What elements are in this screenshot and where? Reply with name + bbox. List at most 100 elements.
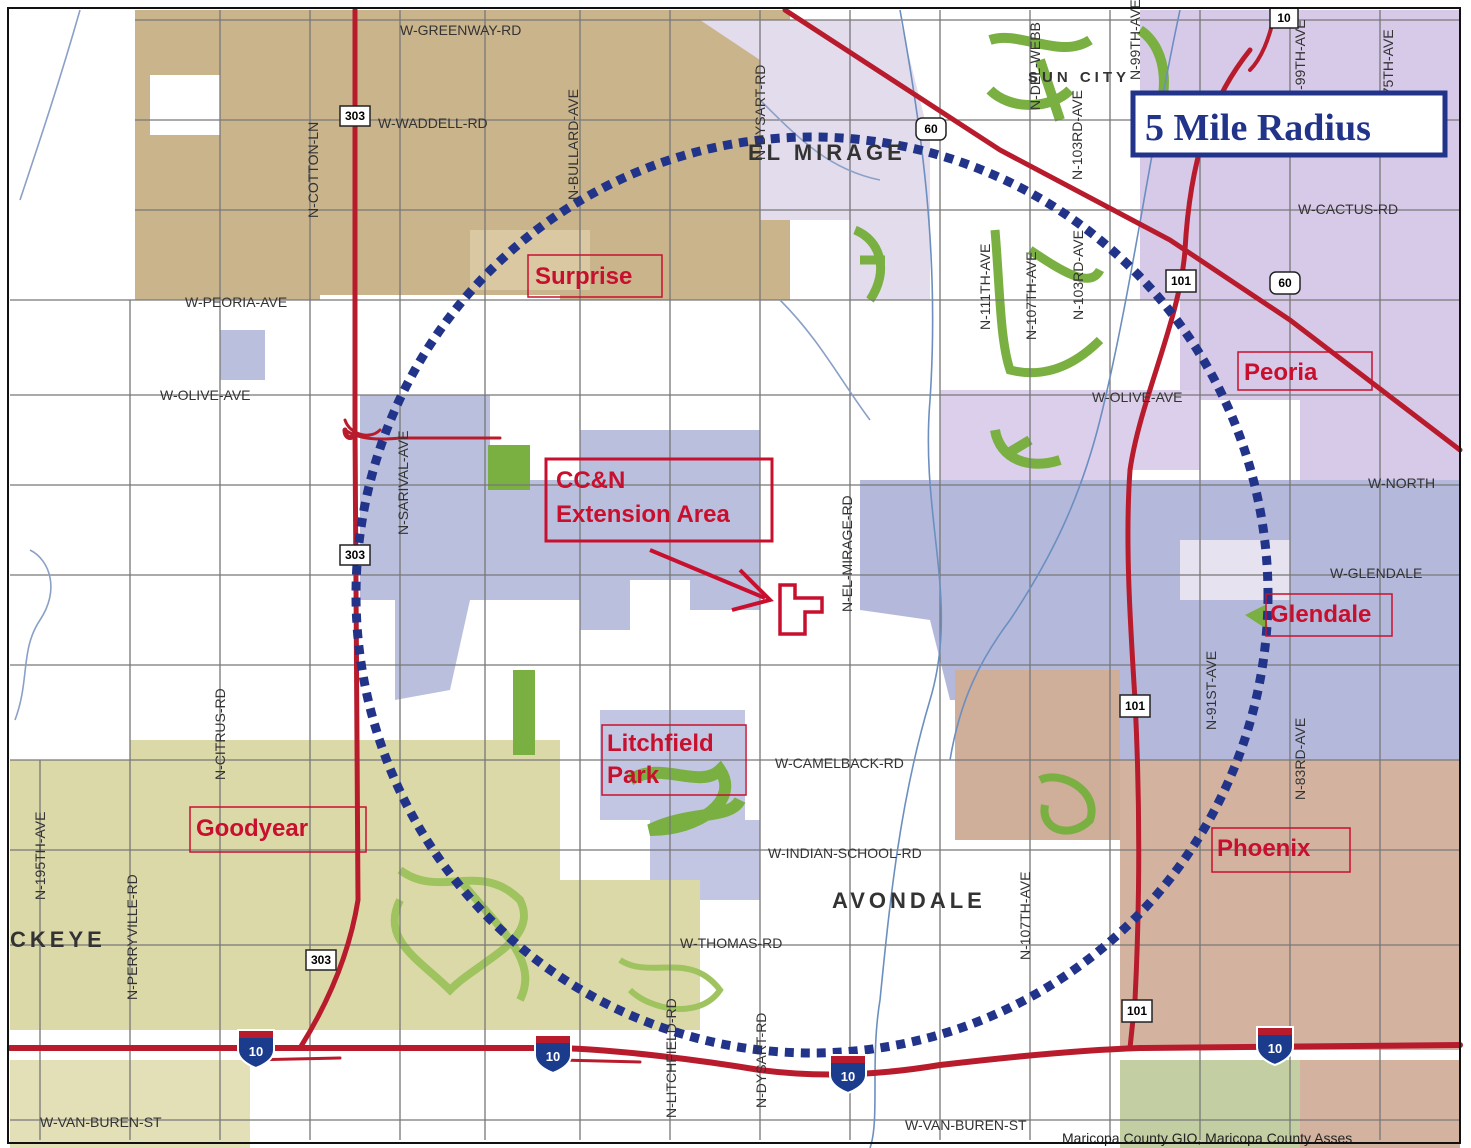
city-peoria: Peoria xyxy=(1237,351,1373,391)
street-111th: N-111TH-AVE xyxy=(977,244,993,330)
park-goodyear-2 xyxy=(618,957,724,1012)
street-peoria-ave: W-PEORIA-AVE xyxy=(185,294,287,310)
street-citrus: N-CITRUS-RD xyxy=(212,688,228,780)
shield-101-d: 10 xyxy=(1269,7,1299,29)
street-107th: N-107TH-AVE xyxy=(1017,872,1033,960)
svg-text:10: 10 xyxy=(249,1044,263,1059)
town-labels: EL MIRAGE SUN CITY AVONDALE CKEYE xyxy=(10,69,1130,952)
street-grid xyxy=(10,10,1460,1140)
park-sun-city xyxy=(986,25,1169,133)
svg-text:Litchfield: Litchfield xyxy=(607,730,714,757)
zone-goodyear xyxy=(10,740,560,1030)
street-91st: N-91ST-AVE xyxy=(1203,651,1219,730)
road-us-60 xyxy=(782,7,1463,453)
city-phoenix: Phoenix xyxy=(1211,827,1351,873)
park-sun-city-west xyxy=(990,229,1105,378)
parcel-outline xyxy=(778,583,824,636)
route-shields: 303 303 303 60 60 101 101 101 xyxy=(237,7,1301,1095)
town-sun-city: SUN CITY xyxy=(1028,69,1130,86)
street-cotton: N-COTTON-LN xyxy=(305,122,321,218)
shield-us60-b: 60 xyxy=(1269,271,1301,295)
street-indian-school: W-INDIAN-SCHOOL-RD xyxy=(768,845,922,861)
svg-text:303: 303 xyxy=(311,953,331,967)
street-107th-n: N-107TH-AVE xyxy=(1023,252,1039,340)
svg-text:10: 10 xyxy=(1268,1041,1282,1056)
svg-text:Peoria: Peoria xyxy=(1244,359,1318,386)
street-dysart-s: N-DYSART-RD xyxy=(753,1013,769,1108)
street-83rd: N-83RD-AVE xyxy=(1292,718,1308,800)
road-303-interchange xyxy=(343,418,502,441)
svg-text:10: 10 xyxy=(841,1069,855,1084)
shield-101-c: 101 xyxy=(1121,999,1153,1023)
town-buckeye: CKEYE xyxy=(10,927,106,952)
shield-i10-a: 10 xyxy=(237,1029,275,1070)
street-glendale: W-GLENDALE xyxy=(1330,565,1422,581)
street-103rd-n: N-103RD-AVE xyxy=(1069,90,1085,180)
street-del-webb: N-DEL-WEBB xyxy=(1027,22,1043,110)
svg-text:101: 101 xyxy=(1171,274,1191,288)
park-el-mirage xyxy=(853,225,886,303)
city-goodyear: Goodyear xyxy=(189,806,367,853)
shield-101-b: 101 xyxy=(1119,694,1151,718)
park-litchfield xyxy=(626,760,746,836)
zone-glendale-gap xyxy=(1180,540,1290,600)
city-labels: Surprise Peoria Glendale Goodyear Phoeni… xyxy=(189,254,1393,873)
river-agua-fria xyxy=(869,9,943,1148)
svg-text:Glendale: Glendale xyxy=(1270,601,1371,628)
extension-parcel xyxy=(649,548,824,636)
extension-arrow-head xyxy=(731,568,774,612)
shield-303-c: 303 xyxy=(305,949,337,971)
zone-surprise-gap xyxy=(150,75,220,135)
svg-text:303: 303 xyxy=(345,109,365,123)
street-waddell: W-WADDELL-RD xyxy=(378,115,488,131)
street-van-buren-e: W-VAN-BUREN-ST xyxy=(905,1117,1027,1133)
street-perryville: N-PERRYVILLE-RD xyxy=(124,874,140,1000)
svg-text:Phoenix: Phoenix xyxy=(1217,835,1311,862)
street-75th: N-75TH-AVE xyxy=(1380,29,1396,110)
street-103rd: N-103RD-AVE xyxy=(1070,230,1086,320)
zone-blue-small xyxy=(220,330,265,380)
park-block-2 xyxy=(513,670,535,755)
legend-title: 5 Mile Radius xyxy=(1145,107,1371,149)
svg-text:303: 303 xyxy=(345,548,365,562)
street-greenway: W-GREENWAY-RD xyxy=(400,22,521,38)
street-camelback: W-CAMELBACK-RD xyxy=(775,755,904,771)
shield-i10-b: 10 xyxy=(534,1034,572,1075)
street-99th: N-99TH-AVE xyxy=(1292,19,1308,100)
extension-label-line2: Extension Area xyxy=(556,501,730,528)
zone-surprise xyxy=(135,10,790,300)
street-bullard: N-BULLARD-AVE xyxy=(565,89,581,200)
park-glendale xyxy=(1245,605,1268,630)
zone-goodyear-south xyxy=(560,880,700,1030)
river-wash-1 xyxy=(759,99,881,421)
park-peoria xyxy=(990,428,1062,469)
street-olive-e: W-OLIVE-AVE xyxy=(1092,389,1183,405)
road-loop-303 xyxy=(297,7,361,1051)
street-olive-w: W-OLIVE-AVE xyxy=(160,387,251,403)
shield-303-b: 303 xyxy=(339,544,371,566)
street-el-mirage-rd: N-EL-MIRAGE-RD xyxy=(839,495,855,612)
shield-i10-d: 10 xyxy=(1256,1026,1294,1067)
zone-el-mirage xyxy=(700,20,930,300)
svg-text:Goodyear: Goodyear xyxy=(196,815,308,842)
rivers xyxy=(14,9,1181,1148)
extension-label-line1: CC&N xyxy=(556,467,625,494)
street-sarival: N-SARIVAL-AVE xyxy=(395,430,411,535)
svg-text:60: 60 xyxy=(924,122,938,136)
shield-i10-c: 10 xyxy=(829,1054,867,1095)
shield-101-a: 101 xyxy=(1165,269,1197,293)
street-dysart-n: N-DYSART-RD xyxy=(752,65,768,160)
park-block-1 xyxy=(488,445,530,490)
river-new xyxy=(949,9,1181,761)
street-thomas: W-THOMAS-RD xyxy=(680,935,782,951)
radius-circle xyxy=(351,132,1273,1058)
legend-box: 5 Mile Radius xyxy=(1130,90,1448,158)
svg-text:101: 101 xyxy=(1127,1004,1147,1018)
shield-303-a: 303 xyxy=(339,105,371,127)
shield-us60-a: 60 xyxy=(915,117,947,141)
city-surprise: Surprise xyxy=(527,254,663,298)
park-phoenix xyxy=(1038,773,1096,835)
town-el-mirage: EL MIRAGE xyxy=(748,140,906,165)
